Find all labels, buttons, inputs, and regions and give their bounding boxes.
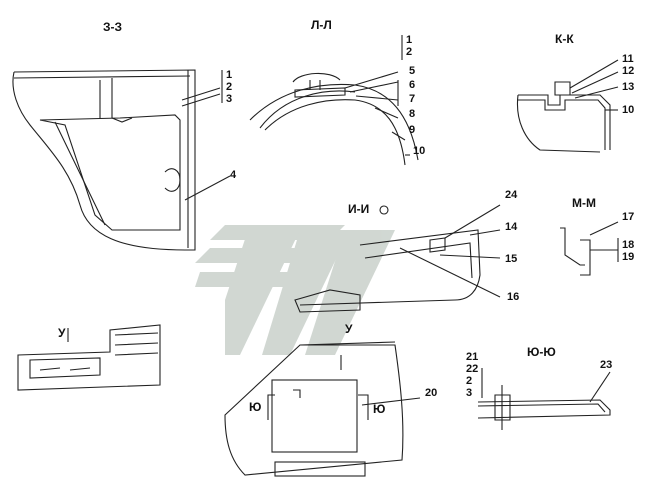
callout-16: 16: [507, 291, 520, 303]
callout-5: 5: [409, 65, 416, 77]
callout-3: 3: [466, 387, 473, 399]
section-m-drawing: [560, 221, 619, 276]
section-title-i: И-И: [348, 202, 370, 216]
callout-7: 7: [409, 93, 416, 105]
callout-2: 2: [466, 375, 473, 387]
callout-19: 19: [622, 251, 635, 263]
callout-9: 9: [409, 124, 416, 136]
callout-17: 17: [622, 211, 635, 223]
callout-14: 14: [505, 221, 518, 233]
callout-3: 3: [226, 93, 233, 105]
callout-13: 13: [622, 81, 635, 93]
callout-2: 2: [226, 81, 233, 93]
section-title-u-mid: У: [345, 322, 353, 336]
section-k-drawing: [516, 59, 619, 153]
section-title-yu: Ю-Ю: [527, 345, 556, 359]
callout-8: 8: [409, 108, 416, 120]
callout-6: 6: [409, 79, 416, 91]
section-mark-yu-right: Ю: [373, 402, 386, 416]
callout-20: 20: [425, 387, 438, 399]
callout-18: 18: [622, 239, 635, 251]
callout-10: 10: [413, 145, 426, 157]
section-z-drawing: [12, 69, 231, 251]
callout-24: 24: [505, 189, 518, 201]
callout-11: 11: [622, 53, 634, 65]
section-title-k: К-К: [555, 32, 574, 46]
section-u-center-drawing: [224, 341, 421, 477]
callout-15: 15: [505, 253, 518, 265]
section-title-l: Л-Л: [311, 18, 332, 32]
callout-21: 21: [466, 351, 479, 363]
callout-23: 23: [600, 359, 613, 371]
section-mark-yu-left: Ю: [249, 400, 262, 414]
watermark-logo: [195, 225, 395, 355]
callout-4: 4: [230, 169, 237, 181]
section-title-u-top: У: [58, 326, 66, 340]
section-yu-drawing: [477, 368, 611, 430]
section-i-drawing: [294, 204, 501, 313]
callout-2: 2: [406, 46, 413, 58]
callout-1: 1: [226, 69, 233, 81]
callout-12: 12: [622, 65, 635, 77]
section-title-z: З-З: [103, 20, 123, 34]
section-title-m: М-М: [572, 196, 596, 210]
section-u-left-drawing: [17, 324, 161, 391]
callout-1: 1: [406, 34, 413, 46]
section-l-drawing: [249, 35, 419, 166]
callout-22: 22: [466, 363, 479, 375]
callout-10: 10: [622, 104, 635, 116]
